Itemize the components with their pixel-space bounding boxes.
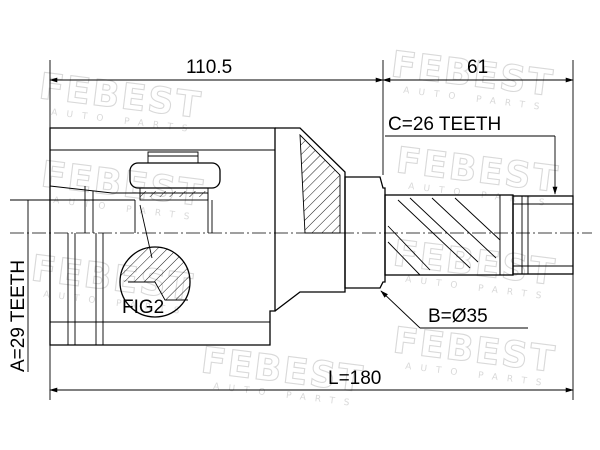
neck-hatch-border: [299, 133, 341, 234]
housing-length-label: 110.5: [186, 57, 232, 78]
shaft-collar: [344, 176, 386, 289]
spline-helix: [409, 197, 479, 263]
roller-needle-hatch: [140, 191, 208, 197]
diameter-arrow: [380, 290, 421, 329]
watermark-group: FEBEST AUTO PARTS FEBEST AUTO PARTS FEBE…: [28, 44, 562, 410]
watermark-2: FEBEST AUTO PARTS: [388, 44, 557, 114]
fig2-section-line: [128, 281, 188, 301]
spline-helix: [431, 197, 497, 259]
shaft-end: [512, 195, 574, 275]
watermark-5: FEBEST AUTO PARTS: [390, 233, 559, 303]
shaft-length-label: 61: [467, 57, 488, 78]
shaft-diameter-label: B=Ø35: [428, 306, 488, 327]
spline-helix: [454, 197, 501, 241]
fig2-label: FIG2: [122, 297, 164, 318]
neck-hatch: [300, 135, 340, 233]
stub-shaft: [344, 176, 574, 289]
tripod-roller: [129, 151, 221, 259]
housing-neck: [274, 127, 346, 312]
spline-helix: [397, 199, 471, 269]
spline-helix: [387, 241, 421, 276]
total-length-label: L=180: [328, 368, 381, 389]
fig2-detail: FIG2: [119, 246, 191, 318]
dimension-lines: 110.5 61 L=180 A=29 TEETH C=26 TEETH B=Ø…: [8, 57, 574, 400]
watermark-7: FEBEST AUTO PARTS: [390, 320, 559, 390]
shaft-teeth-label: C=26 TEETH: [388, 114, 501, 135]
watermark-4: FEBEST AUTO PARTS: [38, 154, 207, 224]
roller-cap: [147, 151, 199, 163]
fig2-hatch: [120, 247, 190, 300]
watermark-1: FEBEST AUTO PARTS: [36, 66, 205, 136]
watermark-3: FEBEST AUTO PARTS: [393, 140, 562, 210]
outer-teeth-label: A=29 TEETH: [8, 260, 29, 372]
spline-helix: [387, 225, 431, 271]
